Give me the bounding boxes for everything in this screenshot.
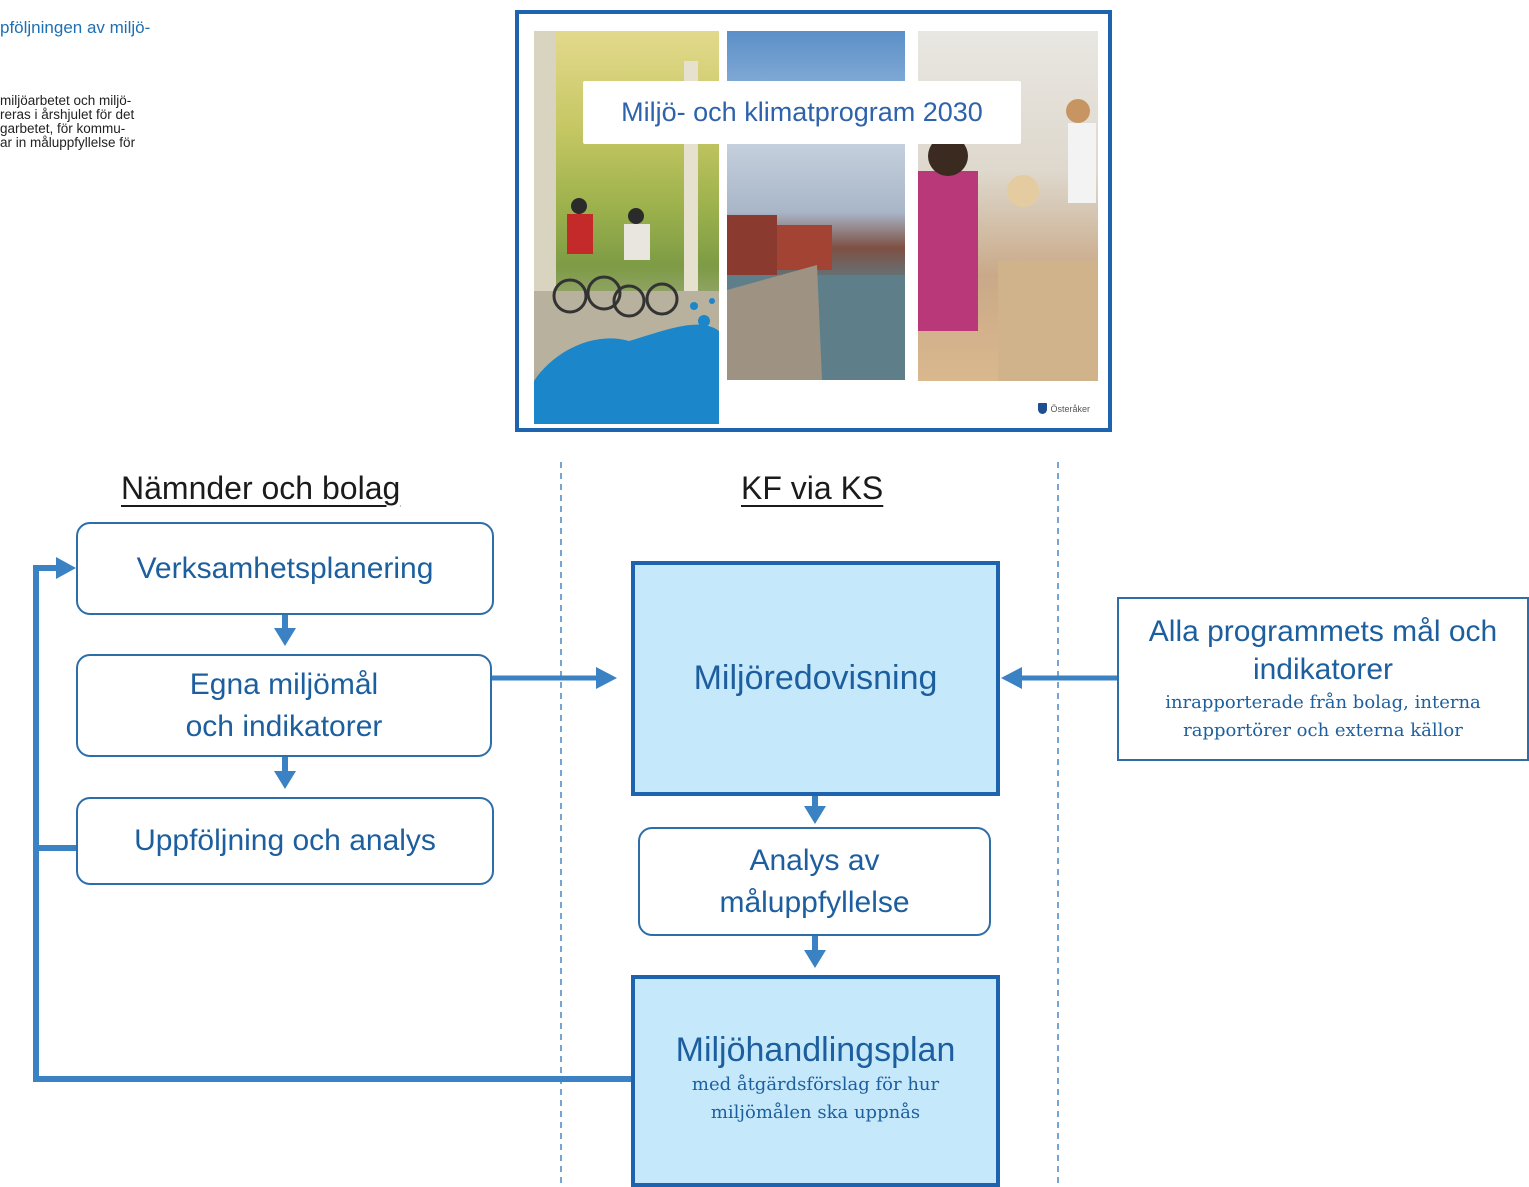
program-goals-sub2: rapportörer och externa källor	[1183, 720, 1463, 741]
osteraker-logo: Österåker	[1038, 403, 1090, 414]
cyclists-illustration	[534, 31, 719, 424]
program-goals-title-line1: Alla programmets mål och	[1148, 615, 1498, 648]
intro-line: miljöarbetet och miljö-	[0, 93, 132, 108]
egna-miljomal-box: Egna miljömål och indikatorer	[76, 654, 492, 757]
verksamhetsplanering-box: Verksamhetsplanering	[76, 522, 494, 615]
middle-column-header: KF via KS	[741, 470, 884, 506]
waterfront-photo	[727, 140, 905, 380]
analys-line1: Analys av	[749, 843, 880, 877]
left-column-header: Nämnder och bolag	[121, 470, 401, 506]
verksamhetsplanering-label: Verksamhetsplanering	[136, 551, 434, 585]
analys-box: Analys av måluppfyllelse	[638, 827, 991, 936]
intro-heading: pföljningen av miljö-	[0, 18, 151, 37]
analys-line2: måluppfyllelse	[719, 885, 910, 919]
cover-title: Miljö- och klimatprogram 2030	[583, 81, 1021, 144]
miljohandlingsplan-box: Miljöhandlingsplan med åtgärdsförslag fö…	[631, 975, 1000, 1187]
miljohandlingsplan-title: Miljöhandlingsplan	[675, 1031, 956, 1069]
intro-line: garbetet, för kommu-	[0, 121, 126, 136]
egna-miljomal-line2: och indikatorer	[185, 709, 383, 743]
egna-miljomal-line1: Egna miljömål	[189, 667, 379, 701]
miljoredovisning-label: Miljöredovisning	[693, 659, 938, 697]
feedback-loop-arrow	[33, 565, 631, 1082]
miljohandlingsplan-sub2: miljömålen ska uppnås	[710, 1102, 921, 1123]
program-cover-image: Miljö- och klimatprogram 2030 Österåker	[515, 10, 1112, 432]
program-goals-title-line2: indikatorer	[1252, 653, 1394, 686]
classroom-illustration	[918, 99, 1098, 381]
intro-text: miljöarbetet och miljö- reras i årshjule…	[0, 94, 135, 150]
intro-line: reras i årshjulet för det	[0, 107, 135, 122]
program-goals-sub1: inrapporterade från bolag, interna	[1165, 692, 1481, 713]
uppfoljning-box: Uppföljning och analys	[76, 797, 494, 885]
waterfront-illustration	[727, 215, 905, 380]
program-goals-box: Alla programmets mål och indikatorer inr…	[1117, 597, 1529, 761]
miljohandlingsplan-sub1: med åtgärdsförslag för hur	[691, 1074, 940, 1095]
intro-line: ar in måluppfyllelse för	[0, 135, 136, 150]
miljoredovisning-box: Miljöredovisning	[631, 561, 1000, 796]
municipality-shield-icon	[1038, 403, 1048, 414]
uppfoljning-label: Uppföljning och analys	[134, 824, 436, 857]
